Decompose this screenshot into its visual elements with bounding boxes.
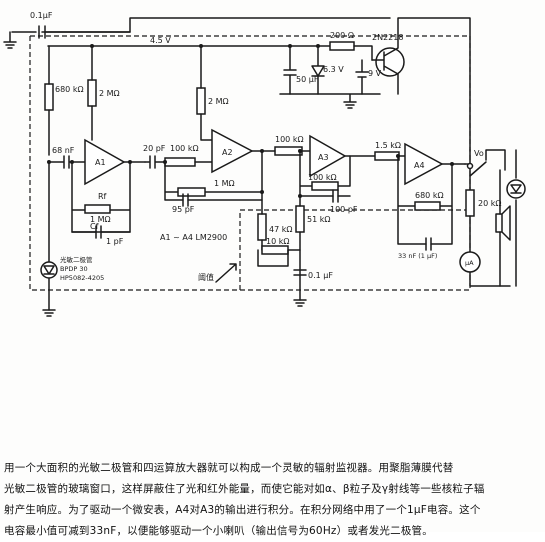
capacitor-68n <box>48 155 86 169</box>
resistor-200 <box>329 41 355 51</box>
ground-symbol-top <box>3 31 17 49</box>
label-amp-a2: A2 <box>222 148 233 157</box>
label-cap-68n: 68 nF <box>52 146 75 155</box>
label-res-51k: 51 kΩ <box>307 215 330 224</box>
capacitor-cf <box>71 225 131 239</box>
capacitor-0-1u <box>293 269 307 276</box>
label-res-1-5k: 1.5 kΩ <box>375 141 401 150</box>
ground-symbol-mid <box>293 299 307 307</box>
capacitor-100p <box>332 189 339 203</box>
wire-200 <box>353 45 373 61</box>
label-amp-a3: A3 <box>318 153 329 162</box>
capacitor-50u <box>283 45 297 95</box>
resistor-100k-a3-fb <box>311 181 339 191</box>
resistor-1-5k <box>374 151 400 161</box>
label-res-2m-a2: 2 MΩ <box>208 97 229 106</box>
capacitor-95p <box>182 193 189 207</box>
label-res-100k-a3-in: 100 kΩ <box>275 135 304 144</box>
zener-diode <box>311 45 325 95</box>
label-cap-33n: 33 nF (1 μF) <box>398 252 437 260</box>
label-res-47k: 47 kΩ <box>269 225 292 234</box>
label-amp-a4: A4 <box>414 161 425 170</box>
label-transistor: 2N2218 <box>372 33 403 42</box>
output-switch <box>469 149 506 177</box>
label-out-vo: Vo <box>474 149 484 158</box>
label-res-680k-a4: 680 kΩ <box>415 191 444 200</box>
label-photodiode-0: 光敏二极管 <box>60 255 93 264</box>
label-cap-100p: 100 pF <box>330 205 358 214</box>
capacitor-33n <box>425 237 432 251</box>
label-cap-20p: 20 pF <box>143 144 166 153</box>
caption: 用一个大面积的光敏二极管和四运算放大器就可以构成一个灵敏的辐射监视器。用聚脂薄膜… <box>4 458 541 542</box>
a4-feedback <box>397 155 453 245</box>
label-amp-range: A1 ~ A4 LM2900 <box>160 233 227 242</box>
transistor-2n2218 <box>375 47 405 77</box>
wire-top-right <box>44 17 391 33</box>
label-amp-a1: A1 <box>95 158 106 167</box>
threshold-arrow <box>215 263 237 283</box>
wire-meter <box>469 271 511 287</box>
wire-2m-a2 <box>200 45 213 141</box>
capacitor-20p <box>144 155 166 169</box>
label-meter-ua: μA <box>465 259 474 267</box>
label-res-100k-a2: 100 kΩ <box>170 144 199 153</box>
resistor-2m-left <box>87 79 97 107</box>
battery-9v <box>355 59 369 95</box>
label-zener: 6.3 V <box>323 65 344 74</box>
ground-symbol-left <box>42 309 56 317</box>
caption-line-3: 射产生响应。为了驱动一个微安表，A4对A3的输出进行积分。在积分网络中用了一个1… <box>4 504 481 516</box>
resistor-680k <box>44 83 54 111</box>
photodiode-circle <box>40 261 58 279</box>
label-res-1m-a2: 1 MΩ <box>214 179 235 188</box>
led-circle <box>506 179 526 199</box>
resistor-1m-a2 <box>177 187 206 197</box>
junction-dots <box>70 44 454 198</box>
resistor-2m-a2 <box>196 87 206 115</box>
label-photodiode-1: BPDP 30 <box>60 265 88 273</box>
label-res-rf: Rf <box>98 192 107 201</box>
label-supply-9v: 9 V <box>368 69 382 78</box>
label-supply-rail: 4.5 V <box>150 36 171 45</box>
caption-line-1: 用一个大面积的光敏二极管和四运算放大器就可以构成一个灵敏的辐射监视器。用聚脂薄膜… <box>4 462 454 474</box>
wire-10k <box>257 249 301 267</box>
resistor-100k-a3-in <box>274 146 303 156</box>
label-threshold: 阈值 <box>198 272 214 282</box>
caption-line-2: 光敏二极管的玻璃窗口，这样屏蔽住了光和红外能量，而使它能对如α、β粒子及γ射线等… <box>4 483 485 495</box>
speaker-icon <box>495 205 511 241</box>
label-cap-50u: 50 μF <box>296 75 319 84</box>
label-res-200: 200 Ω <box>330 31 354 40</box>
label-cap-cf: Cf <box>90 222 99 231</box>
ground-bus <box>279 93 381 109</box>
label-cap-input: 0.1μF <box>30 11 53 20</box>
resistor-100k-a2 <box>164 157 196 167</box>
label-photodiode-2: HP5082-4205 <box>60 274 104 282</box>
label-res-100k-a3-fb: 100 kΩ <box>308 173 337 182</box>
label-cap-0-1u: 0.1 μF <box>308 271 333 280</box>
photodiode-icon <box>43 265 55 275</box>
label-res-680k: 680 kΩ <box>55 85 84 94</box>
transistor-leads <box>371 17 471 151</box>
wire-vo <box>464 149 471 191</box>
schematic: 0.1μF 4.5 V 680 kΩ 2 MΩ 68 nF A1 Rf 1 MΩ… <box>3 11 526 317</box>
label-res-20k: 20 kΩ <box>478 199 501 208</box>
resistor-rf <box>84 204 111 214</box>
led-icon <box>510 184 522 194</box>
opamp-a2 <box>211 128 254 174</box>
opamp-a4 <box>404 142 444 186</box>
resistor-47k <box>257 213 267 241</box>
label-res-2m-left: 2 MΩ <box>99 89 120 98</box>
label-res-1m-a1: 1 MΩ <box>90 215 111 224</box>
resistor-680k-a4 <box>414 201 441 211</box>
vo-terminal <box>466 162 474 170</box>
resistor-20k <box>465 189 475 217</box>
label-cap-95p: 95 pF <box>172 205 195 214</box>
label-cap-1p: 1 pF <box>106 237 124 246</box>
resistor-51k <box>295 205 305 233</box>
label-res-10k: 10 kΩ <box>266 237 289 246</box>
resistor-10k <box>261 245 289 255</box>
a3-feedback <box>299 150 351 197</box>
opamp-a1 <box>84 138 126 186</box>
opamp-a3 <box>309 134 347 178</box>
